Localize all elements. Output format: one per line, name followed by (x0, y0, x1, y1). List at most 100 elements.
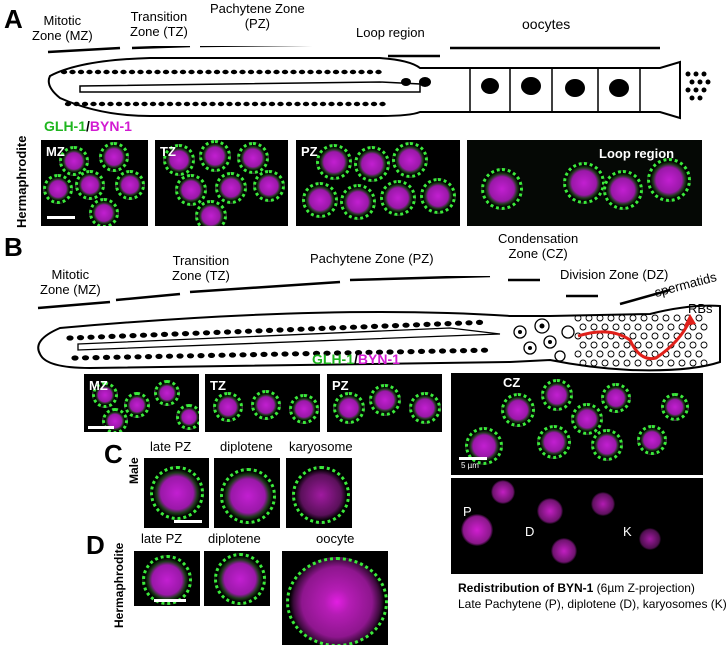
b-legend-byn1: BYN-1 (357, 351, 400, 367)
b-image-byn1: P D K (451, 478, 703, 574)
c-image-karyosome (286, 458, 352, 528)
d-image-late-pz (134, 551, 200, 606)
spermatid-cell (673, 350, 681, 358)
spermatid-cell (590, 323, 598, 331)
a-image-loop-tag: Loop region (599, 146, 675, 161)
a-image-mz-tag: MZ (46, 144, 65, 159)
a-image-tz: TZ (155, 140, 288, 226)
nucleus-dot (69, 69, 76, 75)
nucleus-dot (365, 349, 373, 355)
nucleus-dot (370, 101, 378, 107)
nucleus-dot (307, 69, 314, 75)
a-image-tz-tag: TZ (160, 144, 176, 159)
d-image-diplotene (204, 551, 270, 606)
b-image-tz-tag: TZ (210, 378, 226, 393)
nucleus-dot (297, 326, 305, 332)
nucleus-dot (454, 320, 463, 326)
nucleus-dot (134, 354, 142, 360)
nucleus-dot (315, 69, 323, 75)
spermatid-cell (667, 323, 675, 331)
spermatid-cell (629, 332, 637, 340)
nucleus-dot (123, 354, 132, 360)
nucleus-dot (200, 101, 208, 107)
nucleus-dot (137, 69, 144, 75)
nucleus-dot (192, 330, 200, 336)
nucleus-dot (81, 101, 89, 107)
nucleus-dot (166, 101, 174, 107)
b-label-tz: Transition Zone (TZ) (172, 253, 230, 283)
nucleus-dot (207, 352, 216, 358)
nucleus-dot (379, 101, 386, 107)
c-side-label: Male (127, 457, 141, 484)
nucleus-dot (186, 353, 195, 359)
nucleus-dot (285, 101, 293, 107)
spermatid-cell (656, 323, 664, 331)
nucleus-dot (402, 322, 410, 328)
nucleus-dot (298, 69, 306, 75)
nucleus-dot (108, 333, 116, 339)
nucleus-dot (205, 69, 212, 75)
b-image-pz: PZ (327, 374, 442, 432)
a-image-mz: MZ (41, 140, 148, 226)
nucleus-dot (444, 321, 452, 327)
nucleus-dot (197, 353, 205, 359)
nucleus-dot (155, 353, 163, 359)
spermatid-cell (684, 350, 692, 358)
nucleus-dot (102, 354, 111, 360)
a-gonad-diagram (47, 46, 711, 120)
nucleus-dot (66, 335, 74, 341)
nucleus-dot (92, 355, 100, 361)
nucleus-dot (386, 349, 394, 355)
spermatid-cell (612, 359, 620, 367)
nucleus-dot (362, 101, 369, 107)
nucleus-dot (94, 69, 102, 75)
nucleus-dot (113, 354, 121, 360)
spermatid-cell (623, 323, 631, 331)
spermatid-cell (684, 332, 692, 340)
nucleus-dot (433, 321, 442, 327)
spermatid-cell (645, 323, 653, 331)
nucleus-dot (222, 69, 229, 75)
c-image-late-pz (144, 458, 209, 528)
d-stage-diplotene: diplotene (208, 531, 261, 546)
nucleus-dot (366, 69, 374, 75)
nucleus-dot (192, 101, 199, 107)
b-label-pz: Pachytene Zone (PZ) (310, 251, 434, 266)
b-stage-k: K (623, 524, 632, 539)
spermatid-cell (634, 323, 642, 331)
nucleus-dot (107, 101, 114, 107)
nucleus-dot (239, 352, 247, 358)
spermatid-cell (607, 350, 615, 358)
b-legend-sep: / (354, 351, 358, 367)
spermatid-cell (590, 341, 598, 349)
spermatid-cell (695, 332, 703, 340)
nucleus-dot (358, 69, 365, 75)
panel-letter-d: D (86, 530, 105, 560)
nucleus-dot (375, 69, 382, 75)
nucleus-dot (234, 329, 242, 335)
spermatid-cell (700, 359, 708, 367)
caption-line1: Redistribution of BYN-1 (6µm Z-projectio… (458, 580, 727, 596)
nucleus-dot (181, 331, 190, 337)
nucleus-dot (228, 352, 237, 358)
a-image-loop: Loop region (467, 140, 702, 226)
nucleus-dot (77, 69, 85, 75)
c-scale-bar (174, 520, 202, 523)
nucleus-dot (344, 350, 352, 356)
nucleus-dot (160, 331, 169, 337)
b-label-cz: Condensation Zone (CZ) (498, 231, 579, 261)
nucleus-dot (417, 348, 426, 354)
nucleus-dot (268, 101, 276, 107)
nucleus-dot (179, 69, 187, 75)
nucleus-dot (60, 69, 68, 75)
b-image-mz: MZ (84, 374, 199, 432)
spermatid-cell (590, 359, 598, 367)
nucleus-dot (71, 355, 79, 361)
spermatid-cell (618, 350, 626, 358)
b-cz-scale-bar (459, 457, 487, 460)
a-label-mz: Mitotic Zone (MZ) (32, 13, 93, 43)
caption-line2: Late Pachytene (P), diplotene (D), karyo… (458, 597, 727, 612)
spermatid-cell (689, 323, 697, 331)
nucleus-dot (234, 101, 242, 107)
b-image-cz-tag: CZ (503, 375, 521, 390)
